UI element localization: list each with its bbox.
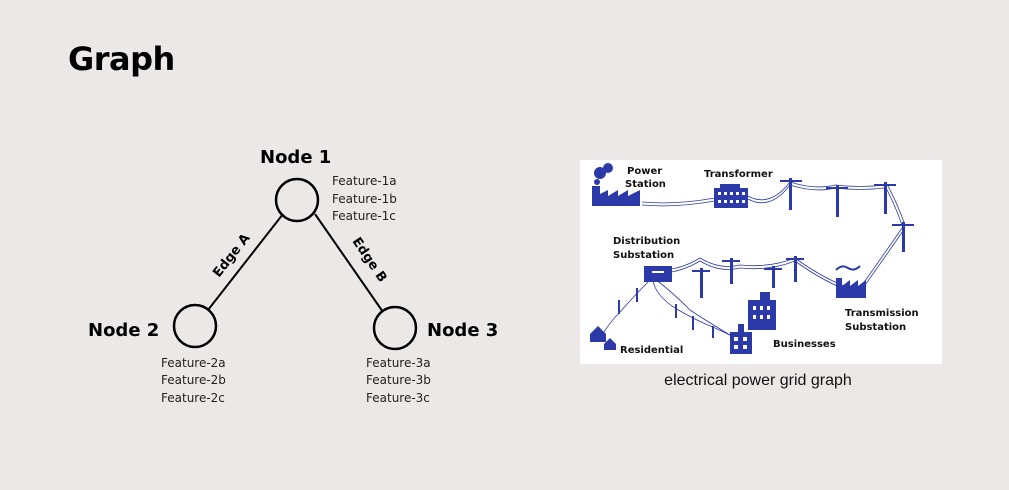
transmission-substation-label: Transmission [845,308,919,319]
node-2-feature: Feature-2a [161,356,226,370]
page-title: Graph [68,40,175,78]
node-2-label: Node 2 [88,320,159,341]
power-station-label: Station [625,179,666,190]
power-grid-caption: electrical power grid graph [664,372,852,389]
house-icon [590,326,606,342]
building-icon [730,332,752,354]
distribution-substation-label: Substation [613,250,674,261]
edge-b-label: Edge B [349,235,390,285]
transformer-icon [714,188,748,208]
node-2-circle [172,303,218,349]
power-grid-illustration: Power Station Transformer Distribution S… [580,160,942,364]
transmission-substation-label: Substation [845,322,906,333]
businesses-label: Businesses [773,339,836,350]
node-3-circle [372,305,418,351]
distribution-substation-label: Distribution [613,236,680,247]
edge-a-label: Edge A [210,231,253,280]
node-3-feature: Feature-3c [366,391,430,405]
transmission-substation-icon [836,278,866,298]
node-1-feature: Feature-1a [332,174,397,188]
node-1-feature: Feature-1c [332,209,396,223]
distribution-substation-icon [644,266,672,282]
node-2-feature: Feature-2b [161,373,226,387]
node-1-feature: Feature-1b [332,192,397,206]
transformer-label: Transformer [704,169,773,180]
edge-b-line [314,213,384,313]
factory-icon [592,186,640,206]
residential-label: Residential [620,345,683,356]
power-station-label: Power [627,166,662,177]
node-3-feature: Feature-3b [366,373,431,387]
node-2-feature: Feature-2c [161,391,225,405]
node-1-circle [274,177,320,223]
edge-a-line [207,213,284,311]
graph-diagram: Node 1 Node 2 Node 3 Feature-1a Feature-… [88,147,498,405]
power-grid-svg: Power Station Transformer Distribution S… [590,163,919,356]
node-1-label: Node 1 [260,147,331,168]
node-3-feature: Feature-3a [366,356,431,370]
node-3-label: Node 3 [427,320,498,341]
